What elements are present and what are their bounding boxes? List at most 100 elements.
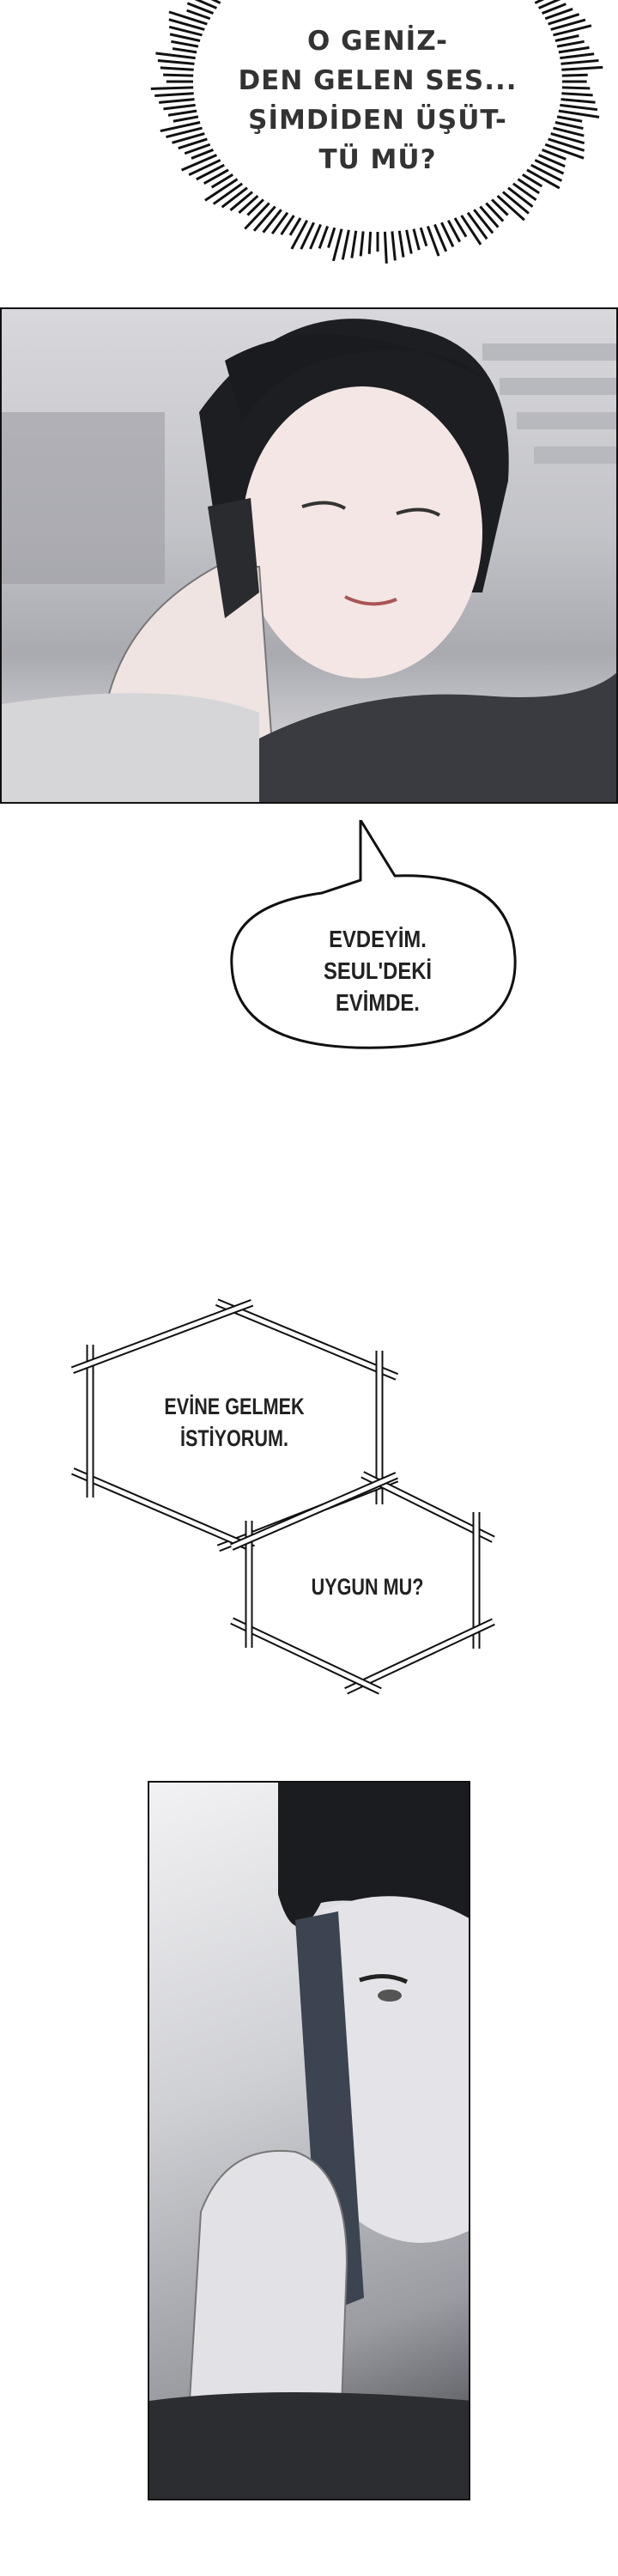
hex-line: İSTİYORUM. bbox=[179, 1425, 288, 1451]
burst-ray bbox=[341, 229, 350, 260]
burst-ray bbox=[309, 223, 322, 250]
burst-ray bbox=[212, 182, 243, 205]
speech-bubble-text: EVDEYİM. SEUL'DEKİ EVİMDE. bbox=[276, 923, 480, 1018]
burst-ray bbox=[548, 137, 585, 152]
burst-ray bbox=[433, 223, 448, 252]
burst-ray bbox=[270, 211, 289, 234]
burst-ray bbox=[383, 231, 388, 264]
burst-ray bbox=[180, 154, 218, 172]
hex-frame-bar bbox=[230, 1473, 398, 1550]
burst-ray bbox=[534, 159, 565, 175]
speech-line: EVİMDE. bbox=[336, 989, 420, 1016]
burst-ray bbox=[262, 209, 282, 234]
burst-ray bbox=[367, 231, 373, 254]
hex-line: EVİNE GELMEK bbox=[164, 1394, 305, 1419]
burst-line: DEN GELEN SES... bbox=[238, 65, 518, 96]
burst-ray bbox=[221, 186, 248, 209]
burst-ray bbox=[163, 73, 194, 77]
burst-ray bbox=[501, 191, 530, 215]
burst-ray bbox=[419, 227, 428, 247]
burst-ray bbox=[178, 137, 208, 150]
hex-frame-bar bbox=[231, 1619, 381, 1693]
burst-ray bbox=[155, 52, 196, 60]
burst-ray bbox=[553, 126, 585, 137]
burst-ray bbox=[556, 115, 583, 123]
burst-ray bbox=[542, 149, 566, 161]
speech-line: EVDEYİM. bbox=[329, 926, 427, 952]
burst-ray bbox=[184, 143, 211, 155]
panel-illustration bbox=[2, 319, 616, 802]
burst-ray bbox=[210, 173, 233, 189]
hex-frame-bar bbox=[71, 1300, 253, 1373]
burst-ray bbox=[560, 58, 599, 65]
burst-ray bbox=[157, 59, 195, 65]
burst-ray bbox=[522, 173, 543, 188]
burst-ray bbox=[173, 115, 199, 123]
burst-ray bbox=[397, 230, 405, 258]
burst-ray bbox=[405, 229, 413, 254]
burst-ray bbox=[544, 8, 573, 21]
burst-ray bbox=[507, 186, 534, 208]
burst-ray bbox=[391, 231, 397, 261]
burst-ray bbox=[440, 222, 455, 247]
burst-ray bbox=[526, 168, 560, 190]
burst-ray bbox=[154, 92, 194, 97]
burst-ray bbox=[560, 103, 598, 112]
hex-box-2-text: UYGUN MU? bbox=[292, 1571, 443, 1603]
burst-ray bbox=[350, 230, 358, 258]
burst-line: ŞİMDİDEN ÜŞÜT- bbox=[248, 105, 507, 136]
burst-ray bbox=[473, 209, 494, 234]
burst-ray bbox=[560, 98, 596, 104]
burst-ray bbox=[169, 33, 201, 42]
burst-ray bbox=[558, 109, 600, 118]
burst-ray bbox=[534, 0, 545, 4]
burst-ray bbox=[168, 25, 203, 37]
burst-ray bbox=[172, 47, 197, 54]
burst-ray bbox=[331, 228, 343, 262]
burst-ray bbox=[359, 231, 365, 257]
burst-ray bbox=[479, 205, 500, 228]
burst-ray bbox=[300, 222, 315, 250]
burst-ray bbox=[544, 143, 585, 160]
burst-line: TÜ MÜ? bbox=[318, 144, 437, 175]
hex-frame-bar bbox=[215, 1300, 398, 1379]
comic-panel-phone-call-closeup bbox=[148, 1781, 470, 2500]
burst-ray bbox=[460, 215, 482, 246]
burst-ray bbox=[290, 219, 309, 250]
burst-ray bbox=[453, 217, 468, 238]
hex-frame-bar bbox=[71, 1469, 255, 1551]
burst-ray bbox=[238, 194, 259, 214]
burst-ray bbox=[188, 159, 221, 177]
burst-ray bbox=[172, 132, 205, 144]
burst-ray bbox=[246, 198, 264, 216]
burst-ray bbox=[280, 215, 295, 236]
burst-ray bbox=[194, 0, 218, 9]
burst-ray bbox=[537, 0, 561, 9]
burst-ray bbox=[159, 98, 195, 104]
hex-frame-bar bbox=[345, 1619, 494, 1693]
burst-ray bbox=[530, 163, 563, 182]
hex-boxes-shape bbox=[70, 1298, 495, 1695]
burst-ray bbox=[553, 24, 592, 37]
burst-ray bbox=[561, 65, 603, 71]
burst-bubble-shape bbox=[150, 0, 603, 264]
burst-ray bbox=[171, 39, 199, 48]
burst-ray bbox=[204, 178, 239, 202]
burst-ray bbox=[560, 52, 595, 60]
panel-illustration bbox=[149, 1783, 469, 2499]
burst-ray bbox=[517, 178, 541, 195]
burst-ray bbox=[496, 194, 525, 222]
burst-ray bbox=[561, 92, 593, 97]
burst-ray bbox=[160, 66, 194, 71]
burst-ray bbox=[168, 18, 205, 31]
burst-ray bbox=[186, 9, 211, 21]
burst-ray bbox=[191, 149, 214, 160]
burst-ray bbox=[466, 211, 488, 240]
burst-ray bbox=[229, 191, 254, 211]
burst-ray bbox=[196, 163, 225, 181]
burst-ray bbox=[318, 225, 330, 249]
burst-ray bbox=[512, 182, 537, 202]
burst-ray bbox=[327, 227, 336, 248]
burst-ray bbox=[542, 3, 566, 15]
hex-line: UYGUN MU? bbox=[311, 1574, 424, 1600]
